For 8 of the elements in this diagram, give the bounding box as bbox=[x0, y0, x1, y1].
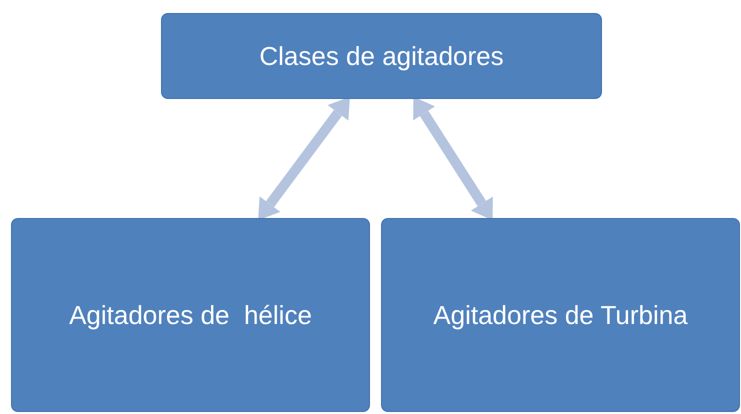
process-box bbox=[381, 218, 740, 412]
double-arrow bbox=[258, 96, 350, 220]
double-arrow bbox=[413, 96, 493, 220]
box-label: Agitadores de hélice bbox=[69, 300, 312, 330]
process-box bbox=[161, 13, 602, 99]
box-label: Agitadores de Turbina bbox=[433, 300, 688, 330]
box-label: Clases de agitadores bbox=[259, 40, 504, 72]
process-box bbox=[11, 218, 370, 412]
